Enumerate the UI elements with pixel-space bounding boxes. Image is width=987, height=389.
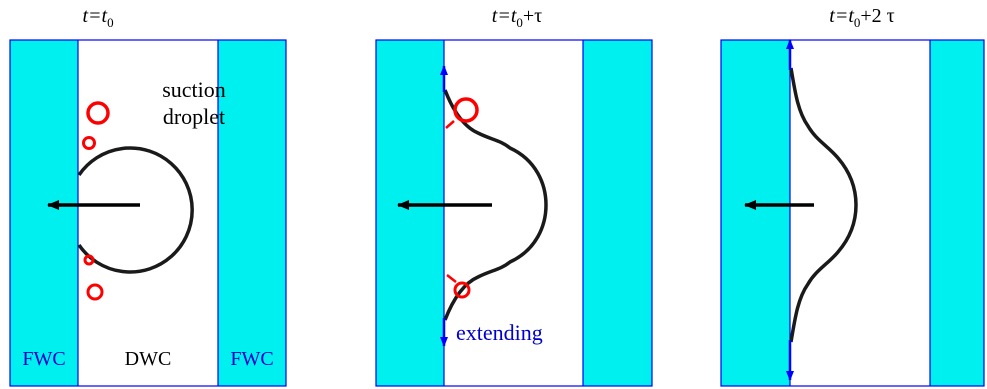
bubble-small-bottom bbox=[83, 254, 95, 266]
panel-1-border bbox=[9, 39, 287, 387]
bubble-bottom bbox=[453, 281, 471, 299]
suction-label: suction bbox=[162, 77, 226, 102]
panel-3: t=t0+2 τ bbox=[720, 5, 985, 387]
panel-1-title: t=t0 bbox=[82, 5, 113, 30]
bubble-bottom-tail bbox=[446, 274, 457, 283]
bubble-small-top bbox=[82, 136, 96, 150]
fwc-left-region bbox=[376, 40, 444, 386]
fwc-left-region bbox=[721, 40, 790, 386]
deformed-droplet-interface bbox=[443, 89, 548, 321]
bubble-large-top bbox=[86, 101, 110, 125]
extending-label: extending bbox=[456, 320, 543, 345]
fwc-left-label: FWC bbox=[22, 348, 65, 370]
bubble-top bbox=[453, 97, 479, 123]
fwc-right-region bbox=[583, 40, 652, 386]
fwc-right-label: FWC bbox=[230, 348, 273, 370]
panel-2-border bbox=[375, 39, 653, 387]
spread-droplet-interface bbox=[789, 67, 858, 343]
fwc-left-region bbox=[10, 40, 78, 386]
panel-1: t=t0 suction droplet FWC DWC FWC bbox=[9, 5, 287, 387]
bubble-top-tail bbox=[445, 120, 455, 129]
fwc-right-region bbox=[930, 40, 984, 386]
panel-3-border bbox=[720, 39, 985, 387]
dwc-label: DWC bbox=[125, 348, 172, 370]
panel-2: t=t0+τ extending bbox=[375, 5, 653, 387]
suction-droplet-interface bbox=[77, 146, 194, 274]
droplet-label: droplet bbox=[163, 104, 225, 129]
bubble-medium-bottom bbox=[86, 283, 104, 301]
panel-2-title: t=t0+τ bbox=[492, 5, 542, 30]
panel-3-title: t=t0+2 τ bbox=[829, 5, 894, 30]
fwc-right-region bbox=[218, 40, 286, 386]
